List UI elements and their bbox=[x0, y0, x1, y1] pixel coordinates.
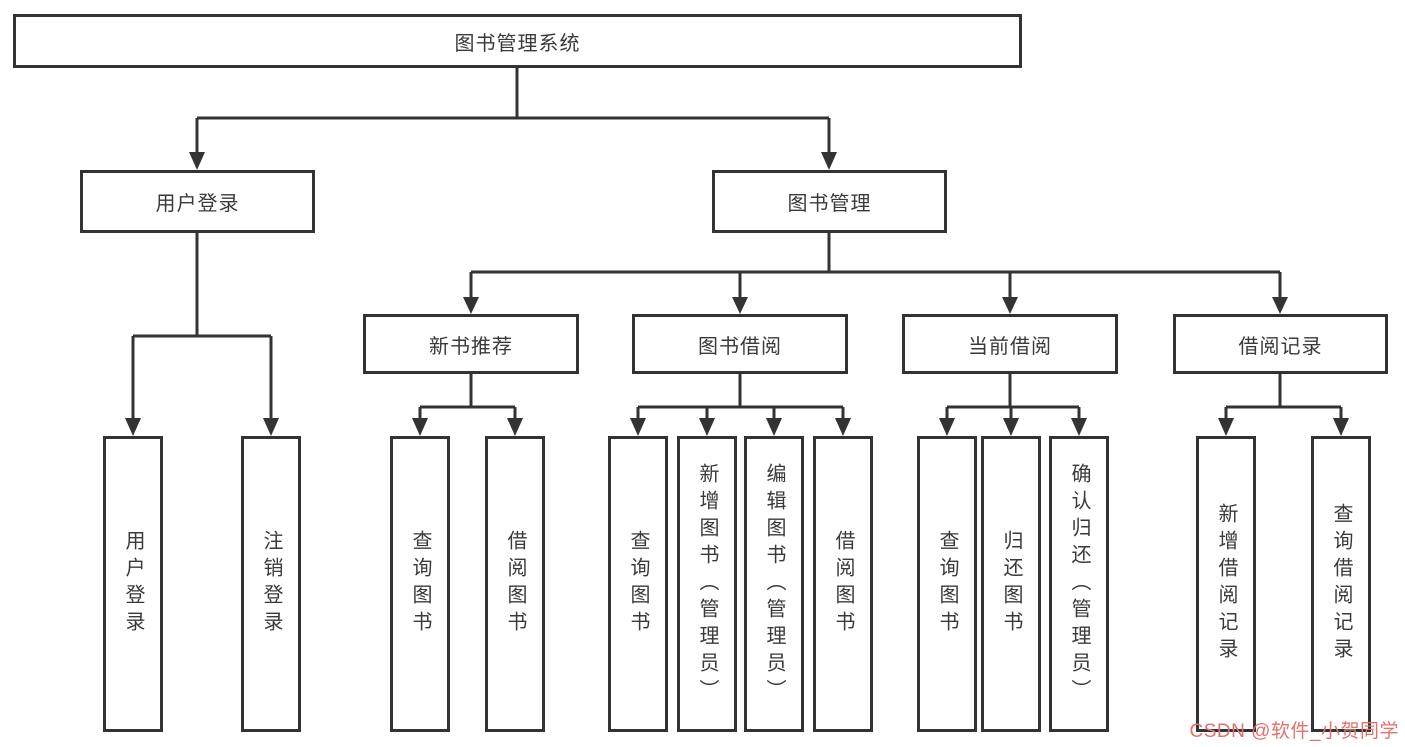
node-book-management: 图书管理 bbox=[712, 170, 947, 233]
connector-user-login-to-leaves bbox=[125, 233, 279, 436]
connector-book-management-to-level3 bbox=[463, 233, 1288, 314]
node-label: 确认归还（管理员） bbox=[1068, 462, 1090, 706]
node-label: 注销登录 bbox=[260, 530, 282, 638]
leaf-query-borrowing-record: 查询借阅记录 bbox=[1311, 436, 1371, 732]
leaf-query-books-current: 查询图书 bbox=[917, 436, 977, 732]
node-label: 借阅图书 bbox=[832, 530, 854, 638]
csdn-watermark: CSDN @软件_小贺同学 bbox=[1189, 721, 1399, 742]
connector-new-book-to-leaves bbox=[412, 374, 523, 436]
node-label: 图书管理 bbox=[787, 193, 872, 215]
node-label: 新书推荐 bbox=[429, 335, 513, 358]
node-label: 查询图书 bbox=[409, 530, 431, 638]
leaf-borrow-books-borrowing: 借阅图书 bbox=[813, 436, 873, 732]
node-label: 归还图书 bbox=[1000, 530, 1022, 638]
leaf-edit-books-admin: 编辑图书（管理员） bbox=[744, 436, 804, 732]
node-label: 用户登录 bbox=[155, 193, 240, 215]
leaf-return-books: 归还图书 bbox=[981, 436, 1041, 732]
node-label: 查询借阅记录 bbox=[1330, 503, 1352, 665]
leaf-query-books-borrowing: 查询图书 bbox=[608, 436, 668, 732]
connector-borrowing-records-to-leaves bbox=[1218, 374, 1349, 436]
node-new-book-recommendation: 新书推荐 bbox=[363, 314, 579, 374]
connector-root-to-level2 bbox=[189, 68, 837, 170]
leaf-add-borrowing-record: 新增借阅记录 bbox=[1196, 436, 1256, 732]
node-label: 编辑图书（管理员） bbox=[763, 462, 785, 706]
leaf-user-login: 用户登录 bbox=[103, 436, 163, 732]
connector-book-borrowing-to-leaves bbox=[630, 374, 851, 436]
node-label: 用户登录 bbox=[122, 530, 144, 638]
node-borrowing-records: 借阅记录 bbox=[1173, 314, 1388, 374]
node-label: 借阅记录 bbox=[1238, 335, 1323, 358]
node-label: 图书管理系统 bbox=[454, 32, 581, 55]
node-label: 图书借阅 bbox=[698, 335, 782, 358]
leaf-confirm-return-admin: 确认归还（管理员） bbox=[1049, 436, 1109, 732]
node-label: 借阅图书 bbox=[504, 530, 526, 638]
node-current-borrowing: 当前借阅 bbox=[902, 314, 1118, 374]
node-label: 新增图书（管理员） bbox=[696, 462, 718, 706]
node-root-library-management-system: 图书管理系统 bbox=[13, 14, 1022, 68]
leaf-add-books-admin: 新增图书（管理员） bbox=[677, 436, 737, 732]
leaf-logout: 注销登录 bbox=[241, 436, 301, 732]
connector-current-borrowing-to-leaves bbox=[939, 374, 1087, 436]
node-label: 新增借阅记录 bbox=[1215, 503, 1237, 665]
node-label: 当前借阅 bbox=[968, 335, 1052, 358]
node-label: 查询图书 bbox=[936, 530, 958, 638]
leaf-borrow-books-new-book: 借阅图书 bbox=[485, 436, 545, 732]
leaf-query-books-new-book: 查询图书 bbox=[390, 436, 450, 732]
node-user-login: 用户登录 bbox=[80, 170, 315, 233]
node-book-borrowing: 图书借阅 bbox=[632, 314, 848, 374]
node-label: 查询图书 bbox=[627, 530, 649, 638]
